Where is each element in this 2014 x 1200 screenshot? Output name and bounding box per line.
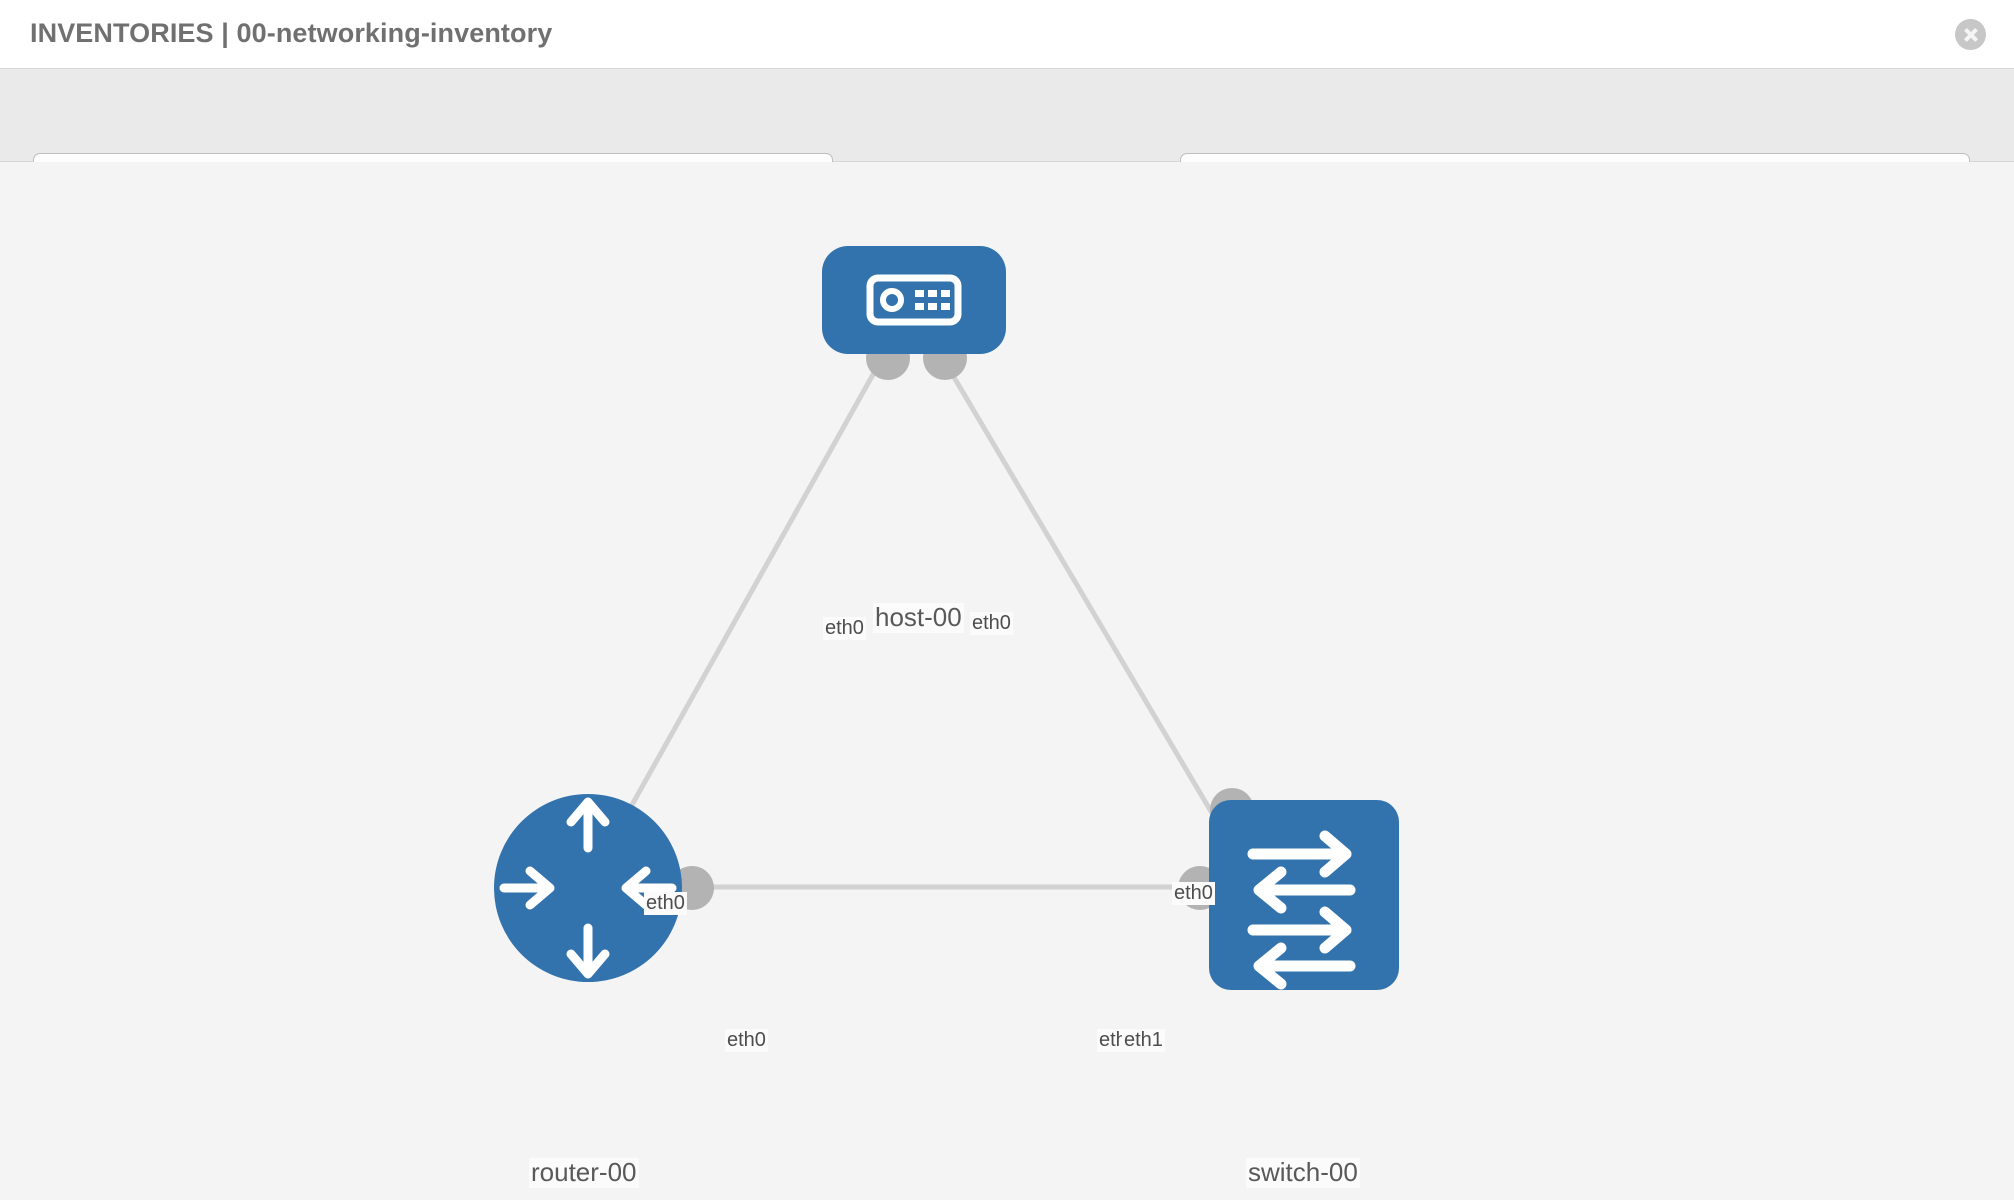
- port-label: eth0: [644, 892, 687, 915]
- topology-canvas[interactable]: eth0 eth0 eth0 eth0 eth0 eth0 eth1 host-…: [0, 162, 2014, 1200]
- node-switch-00[interactable]: [1209, 800, 1399, 990]
- server-icon: [866, 274, 962, 326]
- link-group: [597, 360, 1238, 890]
- node-label-host-00: host-00: [873, 602, 964, 633]
- link-host00-router00[interactable]: [597, 360, 883, 864]
- close-icon[interactable]: [1955, 19, 1986, 50]
- switch-arrows-icon: [1247, 830, 1356, 990]
- node-label-switch-00: switch-00: [1246, 1157, 1360, 1188]
- port-label: eth1: [1122, 1029, 1165, 1052]
- port-label: eth0: [725, 1029, 768, 1052]
- port-label: eth0: [1172, 882, 1215, 905]
- node-router-00[interactable]: [494, 794, 682, 982]
- page-title: INVENTORIES | 00-networking-inventory: [30, 18, 553, 48]
- port-label: eth0: [823, 617, 866, 640]
- link-host00-switch00[interactable]: [942, 360, 1238, 854]
- topology-graph: [494, 246, 1399, 990]
- port-label: eth0: [970, 612, 1013, 635]
- router-arrows-icon: [499, 797, 677, 979]
- node-host-00[interactable]: [822, 246, 1006, 354]
- page-header: INVENTORIES | 00-networking-inventory: [0, 0, 2014, 69]
- node-label-router-00: router-00: [529, 1157, 639, 1188]
- toolbar: ACTIONS SEARCH: [0, 69, 2014, 210]
